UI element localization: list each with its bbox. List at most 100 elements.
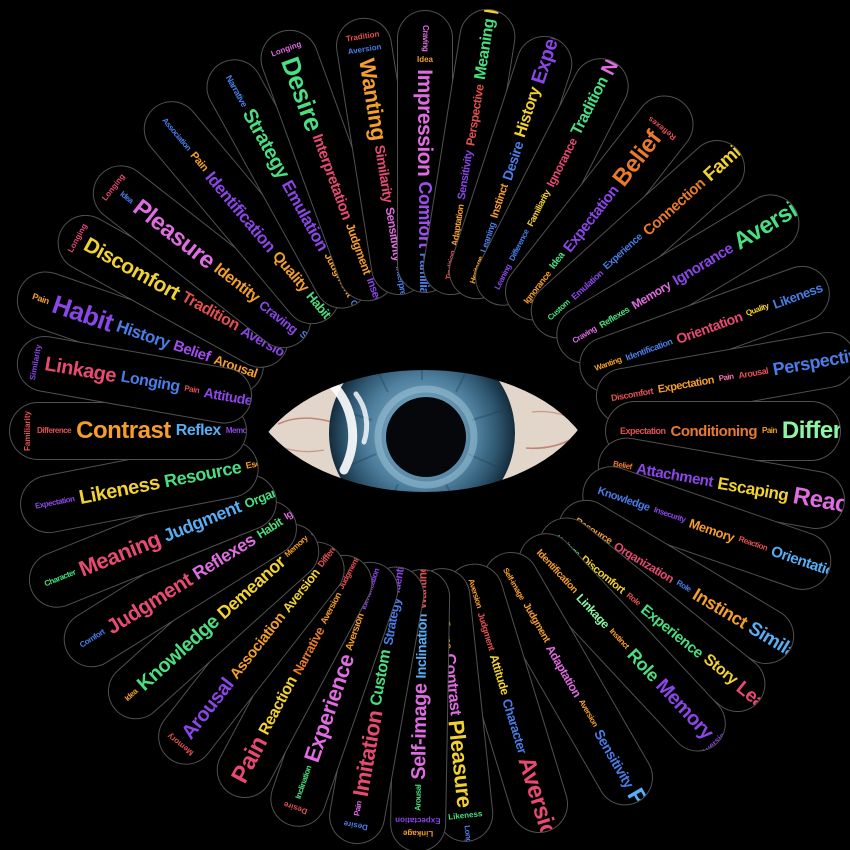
word: Arousal (413, 784, 423, 812)
word: Escaping (244, 453, 264, 471)
word: Instinct (607, 626, 631, 651)
word: Role (623, 644, 664, 686)
word: Difference (315, 531, 348, 569)
word: Ignorance (543, 135, 581, 190)
word: Expectation (620, 425, 666, 436)
word: Idea (118, 189, 135, 206)
word: Linkage (402, 828, 434, 839)
word: Orientation (768, 542, 840, 583)
word: Association (160, 116, 193, 153)
word: Pain (226, 731, 273, 788)
word: Imitation (347, 708, 388, 799)
word: Difference (781, 417, 841, 444)
word: Arousal (737, 365, 769, 381)
word: Self-image (407, 683, 432, 780)
word: Quality (744, 301, 770, 318)
word: Desire (282, 799, 309, 817)
word: Experience (343, 530, 356, 533)
word: Linkage (42, 353, 118, 388)
word: Reaction (790, 482, 850, 526)
word: Story (700, 650, 741, 689)
word: Arousal (292, 353, 299, 378)
word: Role (674, 578, 693, 594)
word: Attitude (486, 652, 513, 697)
word: Aversion (307, 511, 331, 538)
word: History (511, 85, 545, 140)
vein-left (277, 417, 351, 434)
word: Escaping (716, 473, 790, 505)
word: Likeness (447, 809, 483, 823)
word: Narrative (597, 49, 638, 79)
word: Identification (623, 335, 674, 363)
word: Contrast (76, 417, 171, 444)
word: Familiarity (524, 188, 552, 228)
word: Craving (421, 25, 430, 52)
word: Insecurity (822, 257, 838, 295)
word: Comfort (78, 627, 107, 650)
word: Impression (413, 69, 437, 177)
word: Longing (260, 369, 272, 392)
word: Inclination (480, 5, 518, 16)
word: Memory (687, 515, 737, 545)
word: History (114, 316, 173, 352)
word: Likeness (770, 279, 825, 312)
word: Similarity (27, 343, 44, 381)
word: Expectation (656, 373, 715, 396)
word: Likeness (77, 471, 162, 509)
word: Pain (31, 290, 51, 306)
word: Meaning (471, 17, 499, 81)
word: Pain (187, 149, 211, 174)
word: Aversion (576, 697, 600, 729)
word: Pain (183, 383, 200, 396)
word: Orientation (673, 308, 745, 347)
word: Belief (607, 125, 667, 192)
word: Pain (761, 426, 777, 435)
word: Reaction (737, 534, 769, 553)
word: Custom (320, 346, 323, 360)
pupil-ring (374, 385, 478, 489)
word: Familiarity (23, 410, 32, 451)
word: Difference (37, 426, 72, 435)
word: Linkage (573, 590, 613, 632)
word: Similarity (371, 143, 397, 204)
word: Experience (601, 231, 645, 273)
word: Pleasure (443, 718, 478, 809)
word: Expectation (395, 815, 441, 826)
word: Ignorance (669, 239, 736, 289)
iris (329, 362, 515, 500)
word: Resource (162, 456, 243, 492)
word: Leaning (732, 677, 777, 724)
word: Idea (122, 686, 140, 703)
vein-left2 (283, 447, 325, 453)
word: Sensitivity (591, 726, 638, 791)
eyeball (250, 354, 596, 508)
word: Interpretation (309, 131, 356, 222)
word: Reflex (175, 422, 222, 439)
eye-outline (250, 354, 596, 508)
word: Character (42, 567, 77, 589)
word: Reflexes (597, 304, 631, 330)
word: Aversion (347, 42, 383, 57)
word: Ignorance (282, 490, 308, 523)
word: Desire (342, 818, 369, 832)
word: Perspective (463, 83, 487, 147)
word: Desire (499, 139, 527, 183)
word: Judgment (476, 611, 498, 652)
word: Tradition (568, 74, 612, 139)
pupil (386, 397, 466, 477)
eye-highlight-large (325, 377, 358, 475)
word: Longing (119, 368, 182, 396)
word: Familiarity (699, 128, 757, 186)
word: Aversion (728, 183, 811, 256)
sclera (258, 362, 588, 500)
word: Reaction (255, 673, 301, 738)
word: Tradition (345, 29, 380, 44)
word: Wanting (354, 56, 392, 142)
word: Desire (275, 52, 330, 135)
word: Narrative (224, 73, 250, 109)
word: Inclination (293, 764, 314, 801)
vein-right (525, 437, 575, 450)
word: Pain (621, 783, 664, 816)
word: Pain (352, 800, 364, 817)
